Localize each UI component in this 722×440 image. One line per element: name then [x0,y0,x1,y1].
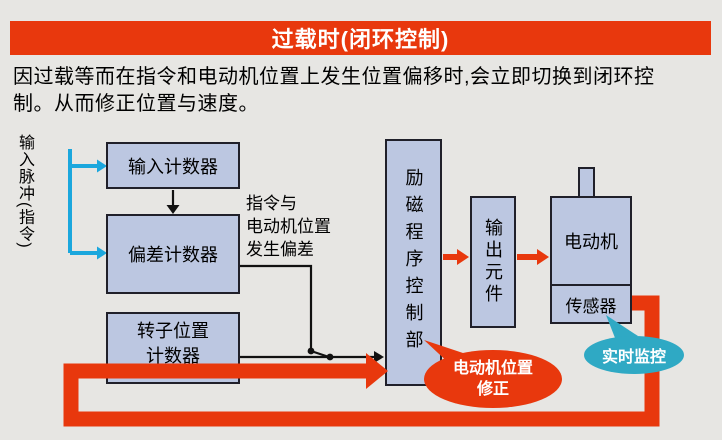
switch-contact [240,347,384,363]
rotor-position-counter-box: 转子位置 计数器 [106,312,240,384]
sensor-box: 传感器 [550,284,632,324]
deviation-output-line [240,264,313,349]
title-banner: 过载时(闭环控制) [10,21,711,55]
input-counter-box: 输入计数器 [106,142,240,189]
excitation-program-controller-box: 励磁程序控制部 [385,139,442,386]
output-element-box: 输出元件 [470,196,516,328]
counter-link-arrow [166,190,180,214]
page-title: 过载时(闭环控制) [271,27,450,52]
description-text: 因过载等而在指令和电动机位置上发生位置偏移时,会立即切换到闭环控 制。从而修正位… [13,66,655,115]
controller-input-arrowhead [374,351,384,363]
input-pulse-arrows [68,149,107,260]
deviation-note: 指令与 电动机位置 发生偏差 [246,194,331,259]
motor-box: 电动机 [550,196,632,286]
motor-position-correction-bubble: 电动机位置 修正 [424,350,562,408]
input-pulse-label: 输入脉冲(指令) [16,134,33,249]
realtime-monitoring-bubble: 实时监控 [584,336,684,374]
motor-shaft [578,167,595,199]
deviation-counter-box: 偏差计数器 [106,214,240,294]
